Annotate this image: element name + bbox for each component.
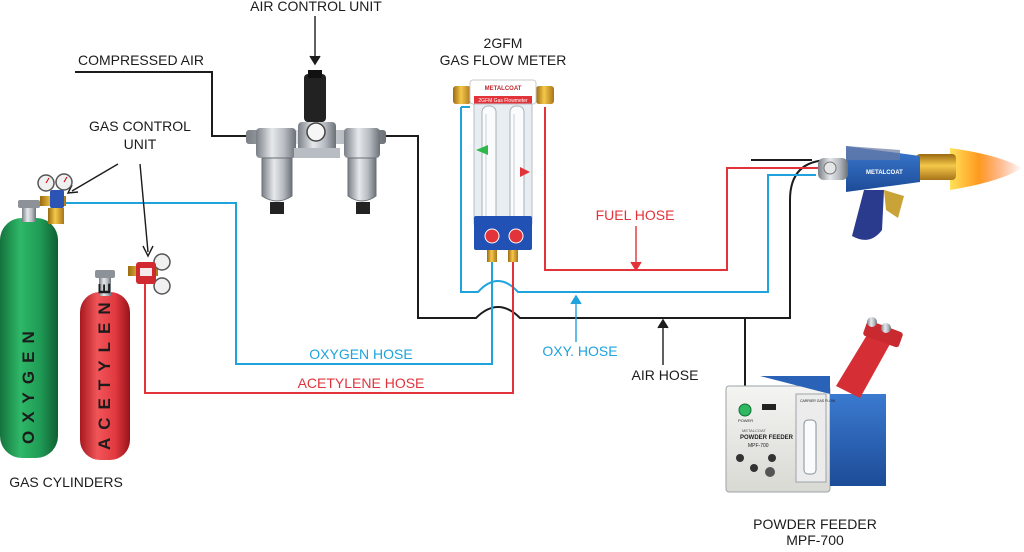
- feeder-panel-title: POWDER FEEDER: [740, 435, 794, 441]
- oxygen-hose-line: [63, 106, 816, 365]
- gas-cylinders-label: GAS CYLINDERS: [9, 474, 123, 490]
- flowmeter-brand: METALCOAT: [485, 86, 522, 92]
- air-control-unit: [246, 70, 386, 214]
- gas-control-unit-label-line1: GAS CONTROL: [89, 118, 191, 134]
- spray-gun: METALCOAT: [818, 146, 1022, 240]
- oxygen-cylinder-text: OXYGEN: [19, 323, 38, 444]
- air-control-unit-label: AIR CONTROL UNIT: [250, 0, 382, 14]
- feeder-power: POWER: [738, 418, 753, 423]
- oxygen-hose-label: OXYGEN HOSE: [309, 346, 413, 362]
- air-hose-label: AIR HOSE: [631, 367, 699, 383]
- feeder-small-brand: METALCOAT: [742, 428, 766, 433]
- oxygen-regulator: [37, 173, 73, 224]
- gas-flow-meter-label: GAS FLOW METER: [439, 52, 567, 68]
- gun-brand: METALCOAT: [866, 170, 903, 176]
- fuel-hose-label: FUEL HOSE: [595, 207, 675, 223]
- acetylene-regulator: [128, 253, 171, 295]
- gas-control-unit-label-line2: UNIT: [123, 136, 157, 152]
- feeder-panel-model: MPF-700: [748, 443, 769, 449]
- feeder-carrier: CARRIER GAS FLOW: [800, 399, 836, 403]
- acetylene-fuel-hose-line: [144, 107, 818, 394]
- oxygen-cylinder: [0, 200, 58, 458]
- oxy-hose-label: OXY. HOSE: [542, 343, 618, 359]
- acetylene-hose-label: ACETYLENE HOSE: [297, 375, 425, 391]
- gas-flow-meter: METALCOAT 2GFM Gas Flowmeter: [453, 79, 554, 262]
- gas-flow-meter-model-label: 2GFM: [483, 35, 523, 51]
- label-arrows: [66, 16, 669, 365]
- compressed-air-label: COMPRESSED AIR: [77, 52, 205, 68]
- acetylene-cylinder: [80, 270, 130, 460]
- powder-feeder-label-line2: MPF-700: [786, 532, 844, 548]
- powder-feeder-label-line1: POWDER FEEDER: [753, 516, 877, 532]
- acetylene-cylinder-text: ACETYLENE: [95, 275, 114, 450]
- flowmeter-plate: 2GFM Gas Flowmeter: [478, 98, 528, 104]
- powder-feeder: POWDER FEEDER MPF-700 POWER CARRIER GAS …: [725, 317, 903, 493]
- air-hose-line: [75, 71, 831, 392]
